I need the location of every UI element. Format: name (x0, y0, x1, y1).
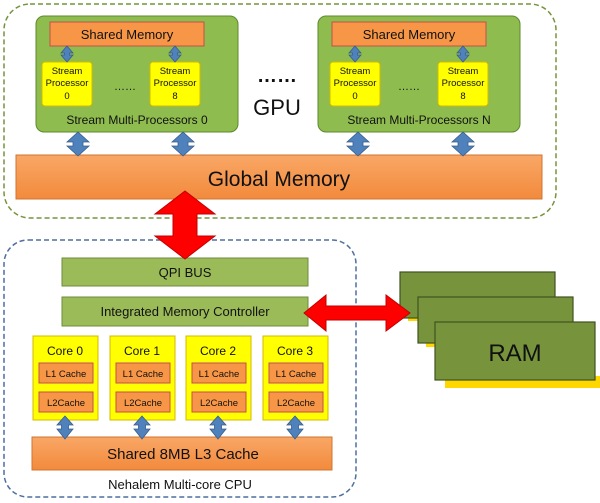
smp-n-global-arrow-right (450, 131, 476, 157)
gpu-ellipsis: …… (257, 65, 297, 87)
core-2: Core 2 L1 Cache L2Cache (185, 335, 252, 421)
smp-0-sp-0-arrow (60, 45, 74, 63)
core-1-l3-arrow (133, 415, 151, 440)
smp-0-sp-8-arrow (168, 45, 182, 63)
core-3: Core 3 L1 Cache L2Cache (262, 335, 329, 421)
smp-n-caption: Stream Multi-Processors N (347, 113, 490, 127)
smp-n-sp-0-line2: Processor (334, 78, 377, 89)
smp-global-arrows (65, 131, 476, 157)
core-3-l1-label: L1 Cache (276, 369, 317, 380)
smp-0-caption: Stream Multi-Processors 0 (66, 113, 208, 127)
core-0-l3-arrow (56, 415, 74, 440)
core-2-l2 (191, 391, 247, 413)
core-0-label: Core 0 (47, 344, 83, 358)
smp-0-sp-8-index: 8 (172, 91, 177, 102)
core-0-l1-label: L1 Cache (46, 369, 87, 380)
cpu-caption: Nehalem Multi-core CPU (108, 477, 252, 492)
core-1-l1 (115, 362, 171, 384)
core-3-l2-label: L2Cache (277, 398, 315, 409)
gpu-container (3, 3, 557, 219)
core-2-l3-arrow (209, 415, 227, 440)
core-0-l1 (38, 362, 94, 384)
core-1-label: Core 1 (124, 344, 160, 358)
smp-n-sp-0-arrow (348, 45, 362, 63)
smp-n-global-arrow-left (345, 131, 371, 157)
core-3-l1 (268, 362, 324, 384)
core-1-l1-label: L1 Cache (123, 369, 164, 380)
ram-stack: RAM (399, 271, 600, 388)
smp-0-sp-0-index: 0 (64, 91, 69, 102)
core-0: Core 0 L1 Cache L2Cache (32, 335, 99, 421)
smp-n-sp-8-arrow (456, 45, 470, 63)
imc-label: Integrated Memory Controller (100, 304, 270, 319)
core-3-l3-arrow (286, 415, 304, 440)
global-memory-block (15, 154, 543, 200)
smp-n-sp-8-line1: Stream (448, 66, 479, 77)
gpu-label: GPU (253, 95, 301, 120)
integrated-memory-controller (61, 296, 309, 327)
l3-cache (31, 436, 333, 471)
l3-cache-label: Shared 8MB L3 Cache (107, 446, 259, 463)
sp-arrows (60, 45, 470, 63)
qpi-bus-label: QPI BUS (159, 265, 212, 280)
ram-label: RAM (488, 340, 541, 367)
smp-0-sp-0-line1: Stream (52, 66, 83, 77)
smp-n-shared-memory-label: Shared Memory (363, 27, 456, 42)
core-2-l1 (191, 362, 247, 384)
smp-n-sp-8-index: 8 (460, 91, 465, 102)
smp-n-sp-8-line2: Processor (442, 78, 485, 89)
core-1: Core 1 L1 Cache L2Cache (109, 335, 176, 421)
smp-0-shared-memory-label: Shared Memory (81, 27, 174, 42)
smp-n-sp-0-line1: Stream (340, 66, 371, 77)
core-3-l2 (268, 391, 324, 413)
ram-module-front (434, 321, 596, 381)
smp-0-dots: …… (114, 81, 136, 93)
core-0-l2 (38, 391, 94, 413)
smp-0-global-arrow-left (65, 131, 91, 157)
qpi-bus (61, 257, 309, 287)
smp-0-global-arrow-right (170, 131, 196, 157)
core-1-l2 (115, 391, 171, 413)
core-l3-arrows (56, 415, 304, 440)
core-2-l1-label: L1 Cache (199, 369, 240, 380)
core-2-label: Core 2 (200, 344, 236, 358)
gpu-cpu-arrow (153, 190, 217, 260)
core-2-l2-label: L2Cache (200, 398, 238, 409)
smp-0: Shared Memory Stream Processor 0 …… Stre… (35, 15, 239, 133)
smp-n-shared-memory (331, 21, 487, 47)
smp-0-shared-memory (49, 21, 205, 47)
core-1-l2-label: L2Cache (124, 398, 162, 409)
global-memory-label: Global Memory (208, 168, 351, 191)
smp-n-dots: …… (398, 81, 420, 93)
smp-n: Shared Memory Stream Processor 0 …… Stre… (317, 15, 521, 133)
smp-0-sp-8-line2: Processor (154, 78, 197, 89)
core-3-label: Core 3 (277, 344, 313, 358)
imc-ram-arrow (303, 293, 411, 333)
smp-0-sp-0-line2: Processor (46, 78, 89, 89)
smp-n-sp-0-index: 0 (352, 91, 357, 102)
core-0-l2-label: L2Cache (47, 398, 85, 409)
smp-0-sp-8-line1: Stream (160, 66, 191, 77)
